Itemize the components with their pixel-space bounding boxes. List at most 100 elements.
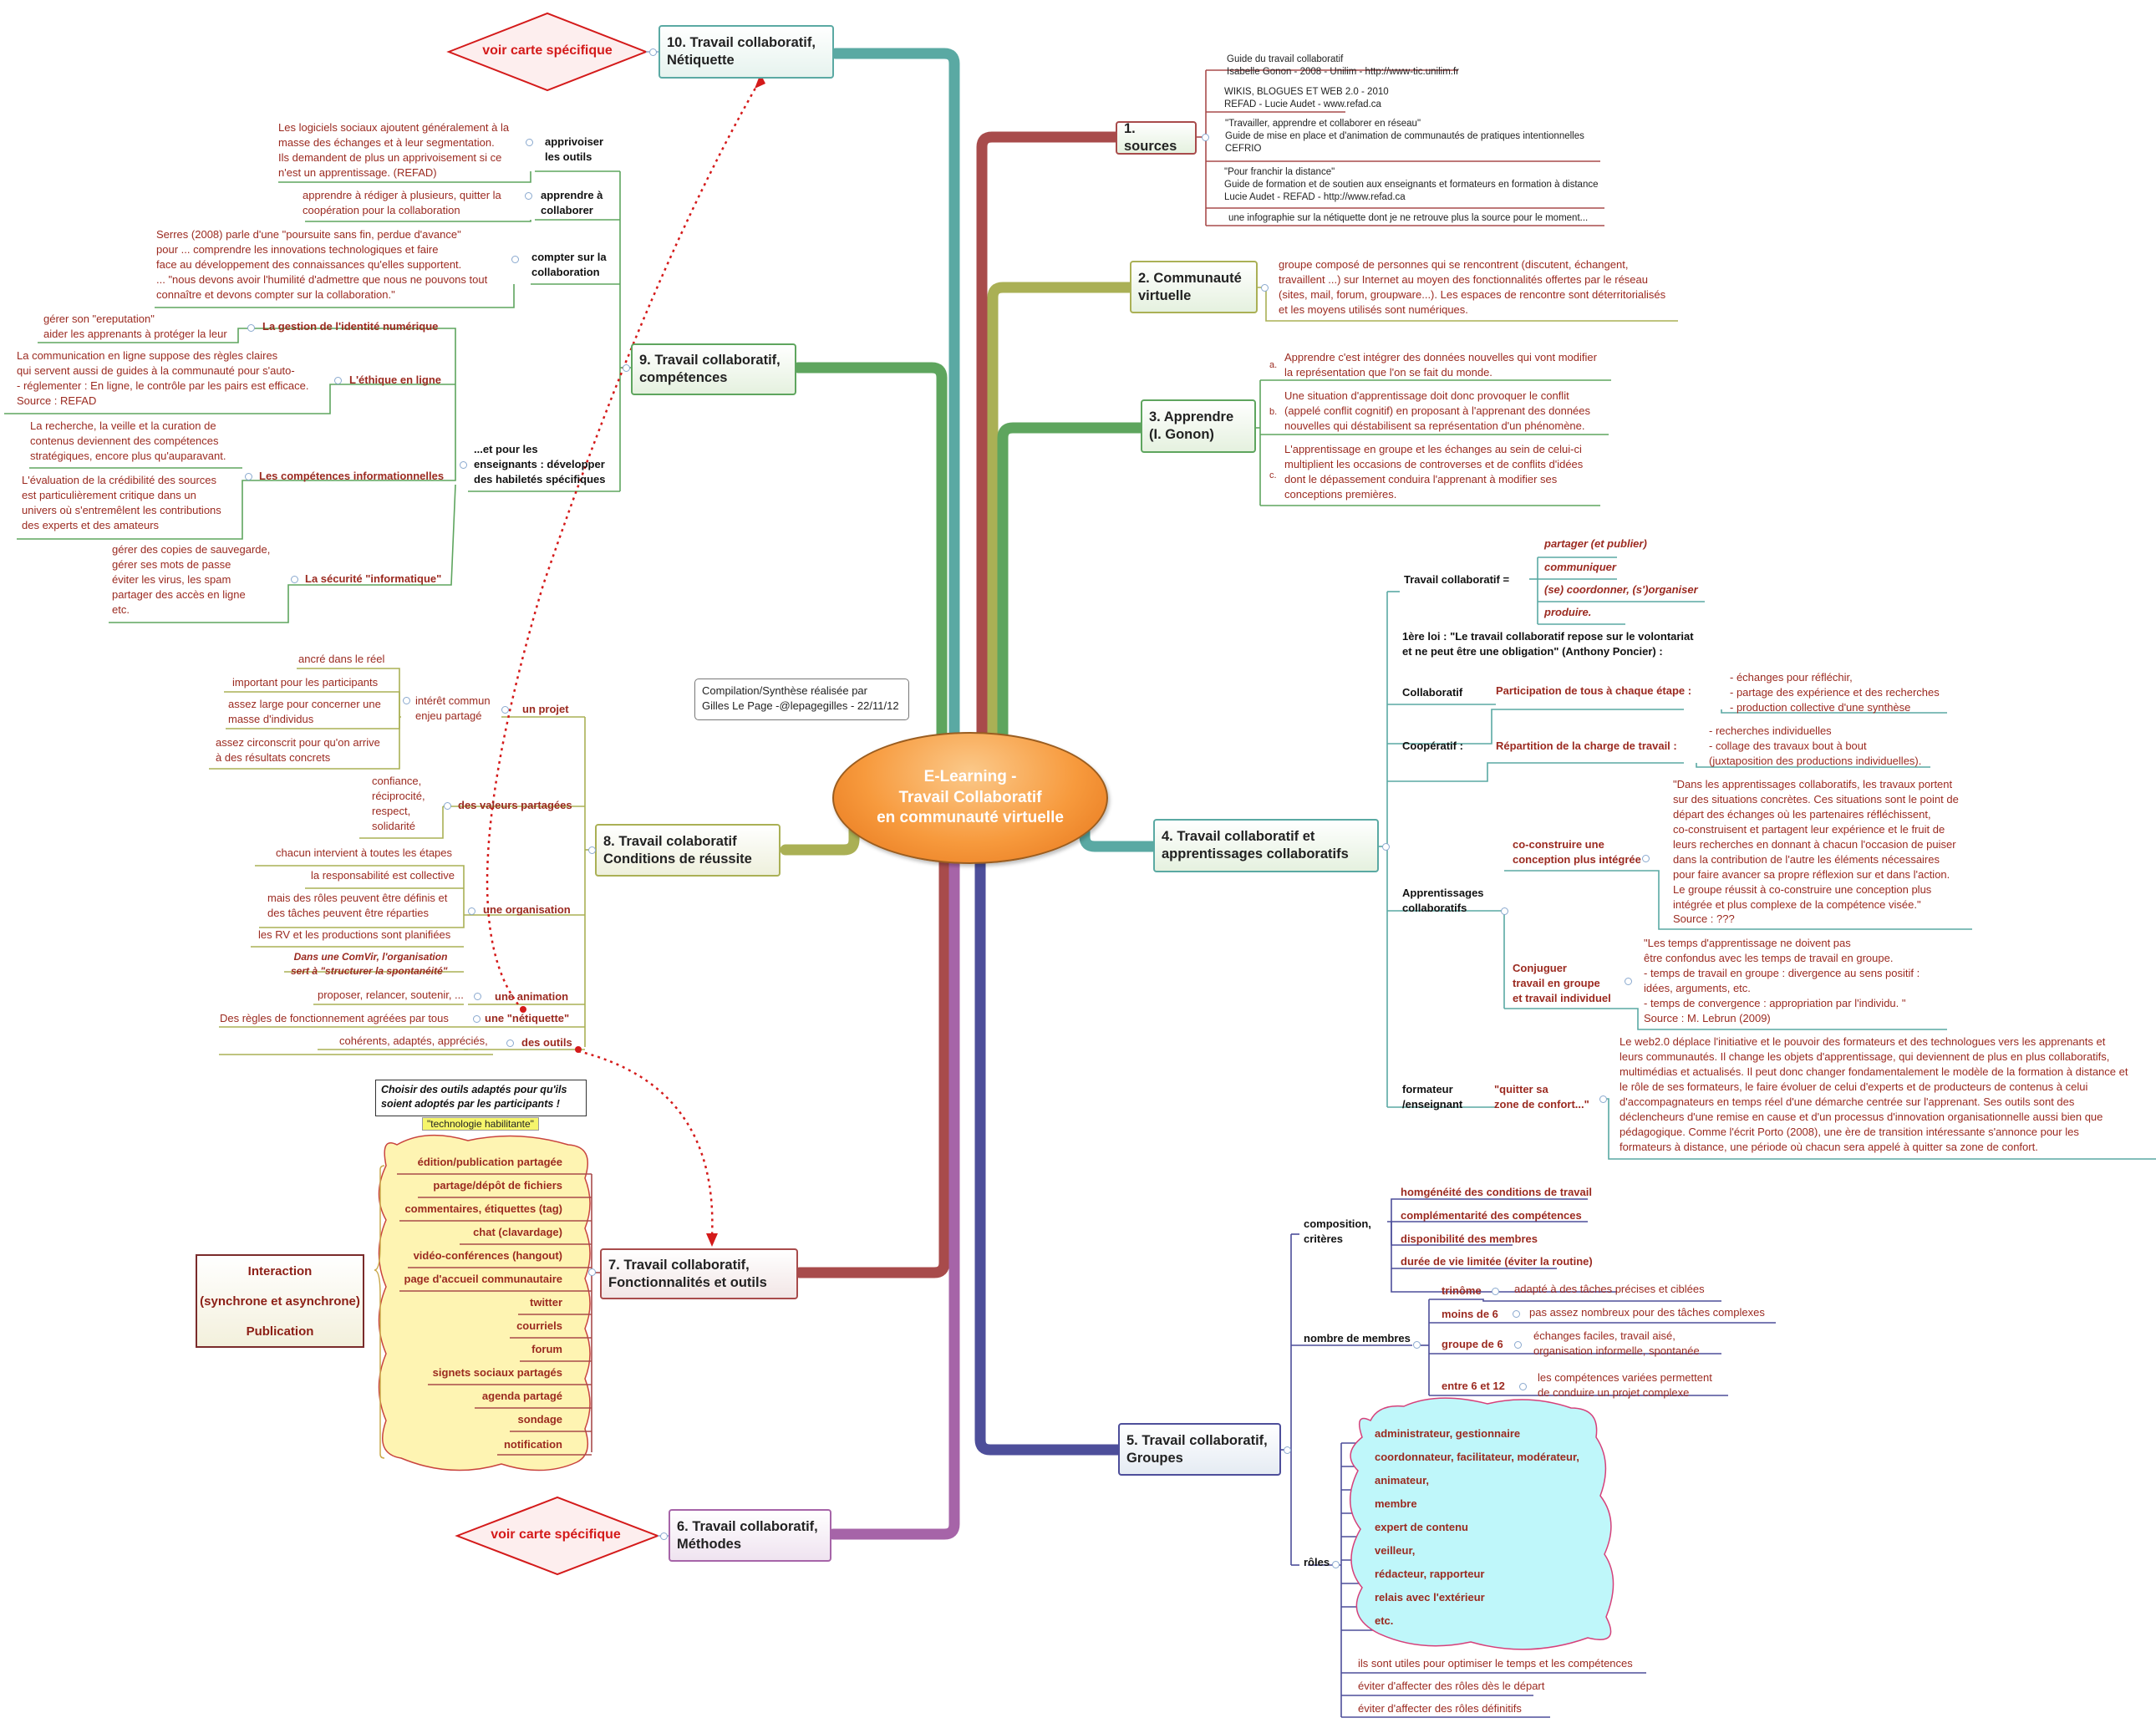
role-item: animateur, xyxy=(1375,1474,1430,1487)
expand-icon[interactable] xyxy=(473,1015,481,1023)
expand-icon[interactable] xyxy=(1261,284,1269,292)
identite-numerique-text: gérer son "ereputation" aider les appren… xyxy=(43,313,227,340)
technologie-habilitante-badge: "technologie habilitante" xyxy=(422,1117,539,1131)
connector-b9 xyxy=(792,362,948,741)
ethique-text: La communication en ligne suppose des rè… xyxy=(17,349,309,407)
composition-item: homgénéité des conditions de travail xyxy=(1401,1186,1592,1198)
expand-icon[interactable] xyxy=(1284,1446,1291,1454)
tool-item: partage/dépôt de fichiers xyxy=(433,1179,562,1192)
collaboratif-label: Collaboratif xyxy=(1402,686,1463,699)
branch-4-apprentissages[interactable]: 4. Travail collaboratif et apprentissage… xyxy=(1153,819,1379,872)
branch-8-conditions[interactable]: 8. Travail colaboratif Conditions de réu… xyxy=(595,824,781,877)
roles-note: éviter d'affecter des rôles dès le dépar… xyxy=(1358,1680,1545,1692)
expand-icon[interactable] xyxy=(403,697,410,704)
expand-icon[interactable] xyxy=(1625,978,1632,985)
branch-6-methodes[interactable]: 6. Travail collaboratif, Méthodes xyxy=(669,1509,831,1562)
role-item: coordonnateur, facilitateur, modérateur, xyxy=(1375,1451,1579,1463)
animation-text: proposer, relancer, soutenir, ... xyxy=(318,989,464,1001)
expand-icon[interactable] xyxy=(468,907,475,915)
expand-icon[interactable] xyxy=(1514,1341,1522,1349)
branch-3-apprendre[interactable]: 3. Apprendre (I. Gonon) xyxy=(1141,399,1256,453)
roles-label: rôles xyxy=(1304,1556,1330,1568)
connector-b3 xyxy=(997,422,1147,741)
organisation-item: Dans une ComVir, l'organisation sert à "… xyxy=(291,951,448,977)
expand-icon[interactable] xyxy=(1599,1095,1607,1103)
voir-carte-link-10[interactable]: voir carte spécifique xyxy=(482,43,613,58)
expand-icon[interactable] xyxy=(501,706,509,714)
expand-icon[interactable] xyxy=(623,364,630,372)
expand-icon[interactable] xyxy=(506,1039,514,1047)
role-item: expert de contenu xyxy=(1375,1521,1468,1533)
expand-icon[interactable] xyxy=(247,324,255,332)
expand-icon[interactable] xyxy=(245,473,252,480)
legend-synchrone: (synchrone et asynchrone) xyxy=(200,1294,360,1309)
expand-icon[interactable] xyxy=(474,993,481,1000)
central-topic[interactable]: E-Learning - Travail Collaboratif en com… xyxy=(832,732,1108,864)
nb-item-label: entre 6 et 12 xyxy=(1442,1380,1505,1392)
legend-publication: Publication xyxy=(246,1324,314,1339)
expand-icon[interactable] xyxy=(1492,1288,1499,1295)
cooperatif-sub: Répartition de la charge de travail : xyxy=(1496,740,1677,752)
compter-collaboration-label: compter sur la collaboration xyxy=(531,251,607,278)
animation-label: une animation xyxy=(495,990,569,1003)
branch-7-outils[interactable]: 7. Travail collaboratif, Fonctionnalités… xyxy=(600,1248,798,1299)
expand-icon[interactable] xyxy=(511,256,519,263)
expand-icon[interactable] xyxy=(588,1268,596,1276)
travail-collab-label: Travail collaboratif = xyxy=(1404,573,1510,586)
expand-icon[interactable] xyxy=(1382,843,1390,851)
tool-item: vidéo-conférences (hangout) xyxy=(413,1249,562,1262)
branch-5-groupes[interactable]: 5. Travail collaboratif, Groupes xyxy=(1118,1423,1281,1476)
nb-item-text: adapté à des tâches précises et ciblées xyxy=(1514,1283,1705,1295)
expand-icon[interactable] xyxy=(660,1532,668,1540)
source-item: une infographie sur la nétiquette dont j… xyxy=(1228,213,1589,223)
composition-item: complémentarité des compétences xyxy=(1401,1209,1582,1222)
branch-9-competences[interactable]: 9. Travail collaboratif, compétences xyxy=(631,343,796,395)
tool-item: forum xyxy=(531,1343,562,1355)
expand-icon[interactable] xyxy=(1642,855,1650,862)
branch-2-communaute[interactable]: 2. Communauté virtuelle xyxy=(1130,261,1258,313)
role-item: relais avec l'extérieur xyxy=(1375,1591,1485,1604)
cooperatif-text: - recherches individuelles - collage des… xyxy=(1709,724,1922,767)
nb-item-label: groupe de 6 xyxy=(1442,1338,1503,1350)
expand-icon[interactable] xyxy=(1519,1383,1527,1390)
apprendre-item-b: Une situation d'apprentissage doit donc … xyxy=(1284,389,1591,432)
expand-icon[interactable] xyxy=(1513,1310,1520,1318)
apprendre-collaborer-label: apprendre à collaborer xyxy=(541,189,603,216)
premiere-loi: 1ère loi : "Le travail collaboratif repo… xyxy=(1402,630,1694,658)
organisation-item: mais des rôles peuvent être définis et d… xyxy=(267,892,448,919)
expand-icon[interactable] xyxy=(1202,134,1209,141)
nb-item-label: trinôme xyxy=(1442,1284,1482,1297)
co-construire-label: co-construire une conception plus intégr… xyxy=(1513,838,1641,866)
interet-commun: intérêt commun enjeu partagé xyxy=(415,694,491,722)
role-item: rédacteur, rapporteur xyxy=(1375,1568,1485,1580)
apprivoiser-text: Les logiciels sociaux ajoutent généralem… xyxy=(278,121,510,179)
expand-icon[interactable] xyxy=(1501,907,1508,915)
tc-item: (se) coordonner, (s')organiser xyxy=(1544,583,1698,596)
expand-icon[interactable] xyxy=(588,846,596,854)
voir-carte-link-6[interactable]: voir carte spécifique xyxy=(491,1527,621,1542)
connector-b2 xyxy=(987,282,1136,741)
competences-info-text2: L'évaluation de la crédibilité des sourc… xyxy=(22,474,221,531)
expand-icon[interactable] xyxy=(334,377,342,384)
expand-icon[interactable] xyxy=(460,461,467,469)
projet-item: ancré dans le réel xyxy=(298,653,385,665)
expand-icon[interactable] xyxy=(444,802,451,810)
branch-1-sources[interactable]: 1. sources xyxy=(1116,121,1197,155)
expand-icon[interactable] xyxy=(525,192,532,200)
connector-b10 xyxy=(830,48,960,741)
expand-icon[interactable] xyxy=(1332,1561,1340,1568)
source-item: WIKIS, BLOGUES ET WEB 2.0 - 2010 REFAD -… xyxy=(1224,87,1389,109)
projet-item: assez circonscrit pour qu'on arrive à de… xyxy=(216,736,380,764)
expand-icon[interactable] xyxy=(291,576,298,583)
branch-10-netiquette[interactable]: 10. Travail collaboratif, Nétiquette xyxy=(658,25,834,79)
expand-icon[interactable] xyxy=(526,139,533,146)
collaboratif-sub: Participation de tous à chaque étape : xyxy=(1496,684,1692,697)
outils-callout: Choisir des outils adaptés pour qu'ils s… xyxy=(375,1080,587,1116)
apprentissages-label: Apprentissages collaboratifs xyxy=(1402,887,1484,914)
marker-b: b. xyxy=(1269,407,1278,417)
expand-icon[interactable] xyxy=(1413,1341,1421,1349)
expand-icon[interactable] xyxy=(649,48,657,56)
tc-item: partager (et publier) xyxy=(1544,537,1647,550)
securite-text: gérer des copies de sauvegarde, gérer se… xyxy=(112,543,271,616)
